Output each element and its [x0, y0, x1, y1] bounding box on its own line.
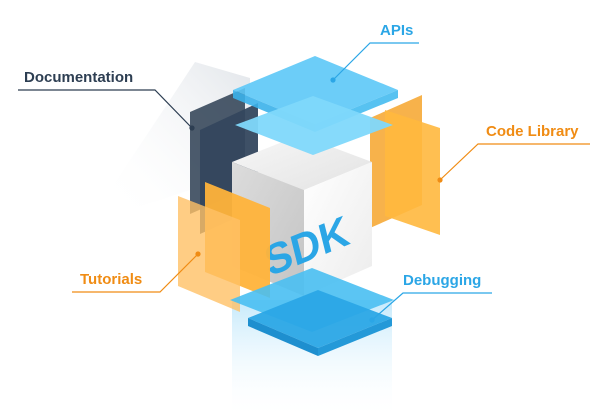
debugging-leader-dot — [369, 317, 375, 323]
apis-label: APIs — [380, 22, 414, 39]
sdk-cube: SDK — [232, 135, 372, 296]
apis-leader-dot — [330, 77, 336, 83]
tutorials-label: Tutorials — [80, 271, 143, 288]
leader-lines — [18, 42, 590, 323]
code-library-leader-dot — [437, 177, 443, 183]
debugging-label: Debugging — [403, 272, 482, 289]
apis-leader — [332, 42, 419, 81]
code-library-leader — [439, 143, 590, 181]
apis-tiles — [233, 56, 398, 155]
code-library-label: Code Library — [486, 123, 579, 140]
debugging-leader — [371, 292, 492, 321]
tutorials-leader-dot — [195, 251, 201, 257]
tutorials-panels — [178, 182, 270, 312]
tutorials-leader — [72, 253, 199, 293]
documentation-leader-dot — [189, 125, 195, 131]
code-library-panels — [370, 95, 440, 235]
debugging-tiles — [230, 268, 394, 356]
documentation-leader — [18, 89, 193, 129]
documentation-label: Documentation — [24, 69, 134, 86]
